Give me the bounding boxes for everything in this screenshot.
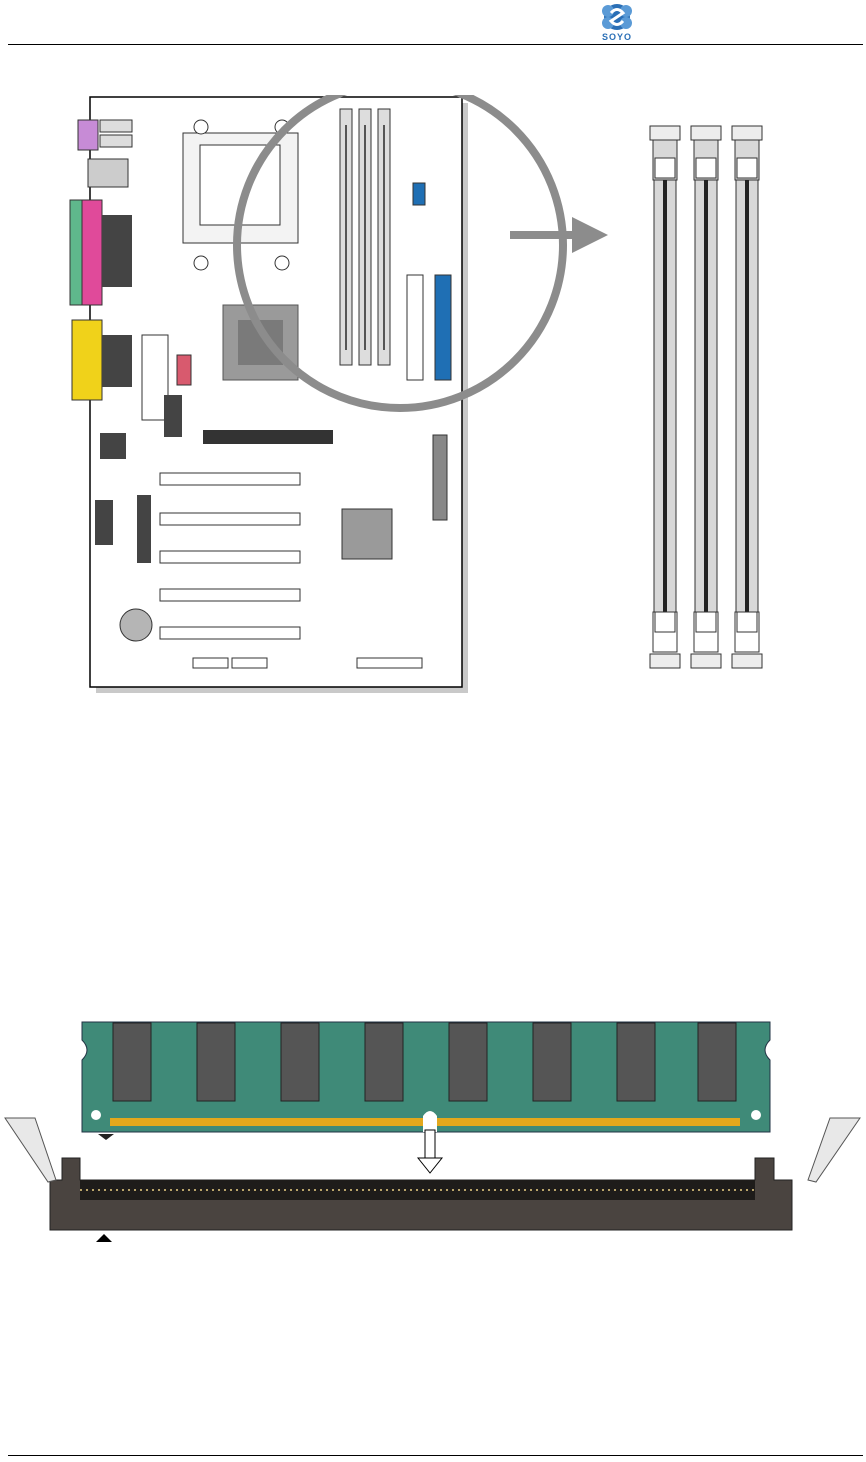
- motherboard-layout-icon: [60, 95, 620, 705]
- soyo-logo: SOYO: [592, 2, 642, 46]
- header-rule: [8, 44, 863, 45]
- motherboard-diagram: [60, 95, 620, 705]
- dimm-module-insertion-icon: [0, 1010, 866, 1250]
- dimm-closeup-figure: [640, 118, 780, 678]
- footer-rule: [8, 1455, 863, 1456]
- soyo-logo-text: SOYO: [592, 32, 642, 42]
- dimm-slots-closeup-icon: [640, 118, 780, 678]
- dimm-install-figure: [0, 1010, 866, 1250]
- soyo-logo-icon: [592, 2, 642, 32]
